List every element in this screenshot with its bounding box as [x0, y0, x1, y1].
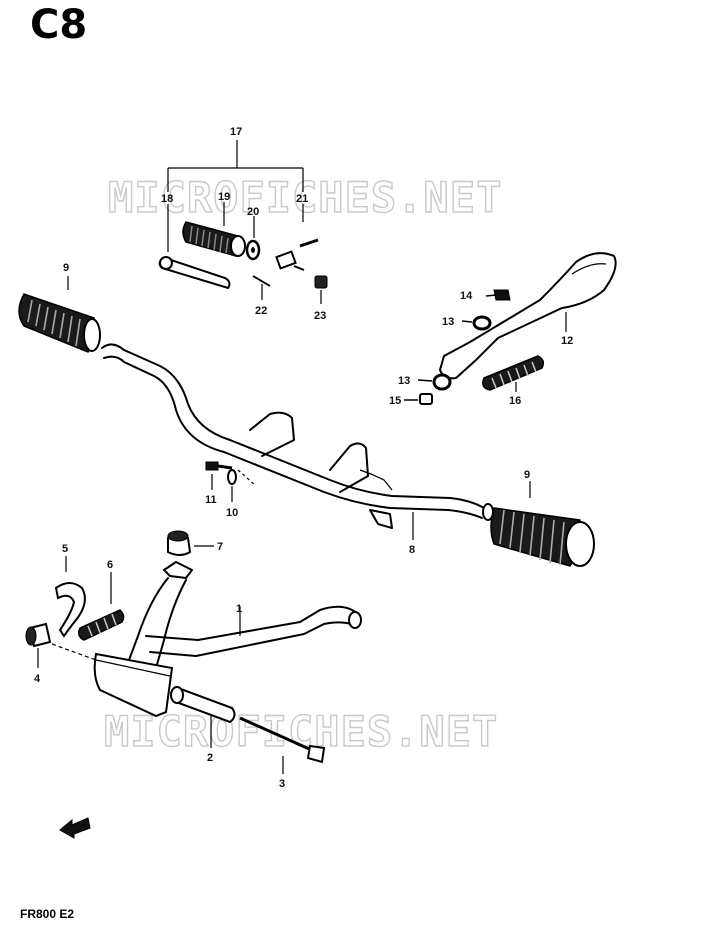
- callout-12: 12: [561, 335, 573, 347]
- small-footrest-rubber-part: [182, 202, 246, 257]
- footrest-bar-part: [101, 343, 485, 540]
- callout-22: 22: [255, 305, 267, 317]
- callout-9a: 9: [63, 262, 69, 274]
- callout-3: 3: [279, 778, 285, 790]
- stand-spring-part: [77, 572, 125, 641]
- callout-2: 2: [207, 752, 213, 764]
- page-code: C8: [30, 2, 87, 48]
- nut-23-part: [314, 275, 328, 304]
- center-stand-part: [93, 561, 362, 718]
- callout-20: 20: [247, 206, 259, 218]
- bolt-14-part: [485, 289, 511, 301]
- cotter-pin-part: [252, 275, 271, 300]
- callout-4: 4: [34, 673, 41, 685]
- stand-bolt-part: [239, 716, 326, 774]
- callout-14: 14: [460, 290, 473, 302]
- footrest-rubber-right-part: [482, 481, 595, 567]
- callout-9b: 9: [524, 469, 530, 481]
- callout-5: 5: [62, 543, 68, 555]
- callout-8: 8: [409, 544, 415, 556]
- stand-shaft-part: [170, 686, 236, 748]
- footrest-pin-part: [158, 204, 231, 290]
- callout-labels: 17 18 19 20 21 22 23 9 14 13 12 13 15 16…: [34, 126, 573, 790]
- washer-13b-part: [417, 373, 452, 391]
- callout-11: 11: [205, 494, 217, 506]
- callout-10: 10: [226, 507, 238, 519]
- callout-21: 21: [296, 193, 308, 205]
- washer-13a-part: [461, 315, 492, 331]
- nut-15-part: [404, 393, 433, 405]
- footrest-rubber-left-part: [18, 276, 101, 353]
- callout-23: 23: [314, 310, 326, 322]
- side-stand-spring-part: [482, 355, 545, 392]
- callout-1: 1: [236, 603, 242, 615]
- callout-15: 15: [389, 395, 401, 407]
- stand-stopper-part: [167, 530, 214, 556]
- callout-6: 6: [107, 559, 113, 571]
- bolt-washer-10-11-part: [205, 461, 257, 502]
- bolt-21-part: [275, 204, 319, 271]
- front-arrow-icon: [59, 817, 91, 839]
- collar-part: [25, 622, 97, 668]
- spring-hook-part: [54, 556, 86, 638]
- side-stand-part: [438, 252, 617, 380]
- callout-16: 16: [509, 395, 521, 407]
- watermark-top: MICROFICHES.NET: [108, 173, 502, 222]
- callout-7: 7: [217, 541, 223, 553]
- callout-13b: 13: [398, 375, 410, 387]
- callout-17: 17: [230, 126, 242, 138]
- model-code: FR800 E2: [20, 907, 74, 921]
- group-bracket-17: [167, 140, 304, 192]
- callout-18: 18: [161, 193, 173, 205]
- callout-13a: 13: [442, 316, 454, 328]
- callout-19: 19: [218, 191, 230, 203]
- washer-20-part: [245, 216, 261, 261]
- watermark-bottom: MICROFICHES.NET: [104, 707, 498, 756]
